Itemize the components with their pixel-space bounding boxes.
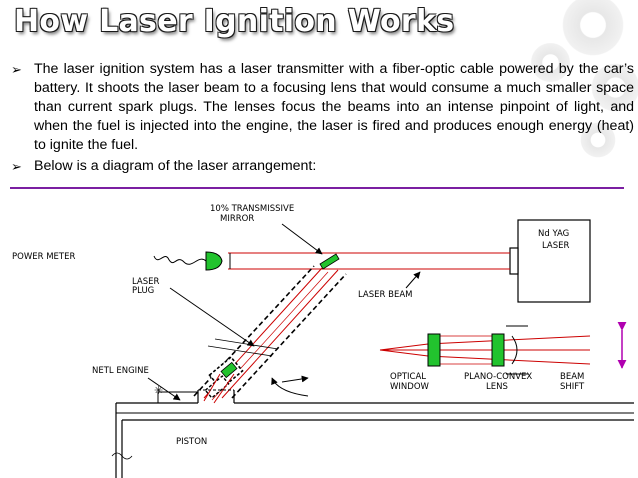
beam-shift-label-2: SHIFT [560,382,585,392]
bullet-list: ➢ The laser ignition system has a laser … [10,60,634,178]
laser-beam-label: LASER BEAM [358,290,412,300]
power-meter-cable [153,255,207,265]
nd-yag-label-2: LASER [542,241,570,251]
laser-arrangement-diagram: Nd YAG LASER POWER METER 10% TRANSMISSIV… [12,204,634,478]
nd-yag-laser-box [517,219,591,303]
optical-window-label-2: WINDOW [390,382,430,392]
bullet-arrow-icon: ➢ [11,159,22,174]
netl-engine-label: NETL ENGINE [92,366,149,376]
piston-label: PISTON [176,437,207,447]
mirror-label-1: 10% TRANSMISSIVE [210,204,294,214]
slide-title: How Laser Ignition Works [14,4,455,39]
mirror-label-2: MIRROR [220,214,254,224]
laser-plug-pointer-arrow [169,287,255,347]
transmissive-mirror [319,253,340,270]
small-pointer-arrow [281,375,309,383]
plano-convex-label-2: LENS [486,382,508,392]
beam-shift-optics [379,325,591,375]
plug-tip-assembly [203,355,244,404]
gear-decoration [518,0,638,200]
plano-convex-label-1: PLANO-CONVEX [464,372,532,382]
bullet-item: ➢ The laser ignition system has a laser … [10,60,634,155]
rotation-arrow [271,377,309,397]
piston [111,419,634,478]
bullet-text: The laser ignition system has a laser tr… [34,61,634,153]
bullet-text: Below is a diagram of the laser arrangem… [34,158,317,174]
laser-plug-label-1: LASER [132,277,160,287]
plano-convex-lens [491,333,505,367]
bullet-arrow-icon: ➢ [11,62,22,77]
optical-window-label-1: OPTICAL [390,372,426,382]
power-meter-label: POWER METER [12,252,75,262]
mirror-pointer-arrow [281,223,323,255]
nd-yag-label-1: Nd YAG [538,229,569,239]
laser-aperture [509,247,519,275]
power-meter-head [205,251,223,271]
divider [10,187,624,189]
beam-shift-label-1: BEAM [560,372,584,382]
bullet-item: ➢ Below is a diagram of the laser arrang… [10,157,634,176]
optical-window [427,333,441,367]
laser-beam-pointer-arrow [405,271,421,289]
spark-star-icon: ✳ [154,384,163,397]
engine-pointer-arrow [147,377,181,401]
laser-plug-label-2: PLUG [132,286,154,296]
engine-cylinder [115,389,634,478]
